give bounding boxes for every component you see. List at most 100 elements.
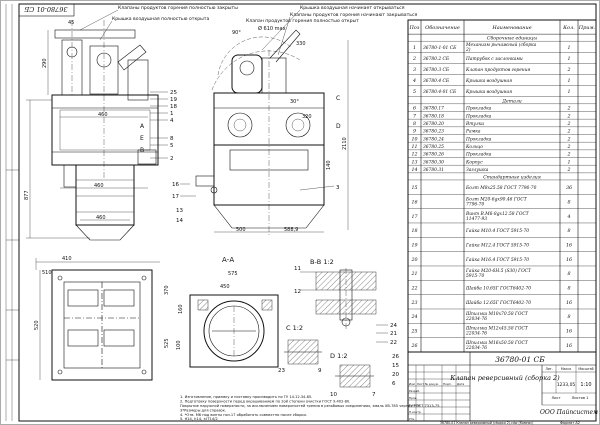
section-mark-c: С	[336, 95, 340, 102]
hdr-mass: Масса	[561, 367, 571, 371]
title-sheets: Листов 1	[572, 396, 589, 400]
bom-qty: 2	[566, 144, 570, 150]
dim-410: 410	[62, 256, 72, 262]
section-aa: А-А 575 450 100 160	[176, 256, 279, 368]
title-mass: 1233,05	[557, 382, 576, 388]
bom-code: 36780.18	[423, 114, 444, 119]
bom-qty: 16	[566, 328, 572, 334]
bom-qty: 2	[566, 67, 570, 73]
dim-90deg: 90°	[232, 30, 241, 36]
callout-3: Крышка воздушная начинает открываться	[300, 5, 405, 11]
note-5: 4. *Отв. М6 под винты поз.17 обработать …	[180, 413, 307, 417]
pos-5: 5	[170, 143, 174, 149]
section-bb: В-В 1:2 11 12 24 21 22	[294, 258, 397, 346]
binding-strip	[5, 4, 19, 421]
pos-25: 25	[170, 90, 177, 96]
tb-role: Т.контр.	[408, 403, 421, 407]
dim-320: 320	[302, 114, 312, 120]
title-footer: 36780-01 Клапан реверсивный (сборка 2).c…	[440, 421, 533, 425]
note-3: Покрытие наружной поверхности, за исключ…	[180, 404, 440, 408]
bom-pos: 9	[413, 129, 416, 135]
bom-code: 36780.3 СБ	[423, 68, 450, 73]
bom-name: Гайка М10.4 ГОСТ 5915-70	[465, 229, 529, 234]
bom-group-label: Стандартные изделия	[483, 174, 541, 180]
dim-140: 140	[326, 160, 332, 170]
dim-2110: 2110	[342, 137, 348, 150]
bom-pos: 5	[413, 89, 416, 95]
detail-c: С 1:2 23 9	[278, 324, 322, 374]
bom-code: 36780.26	[423, 153, 444, 158]
pos-20: 20	[392, 372, 399, 378]
note-1: 1. Изготовление, приемку и поставку прои…	[180, 395, 312, 399]
tb-col-header: Изм	[409, 382, 415, 386]
bom-code: 36780.23	[423, 130, 444, 135]
bom-group-label: Детали	[501, 98, 521, 104]
pos-12: 12	[294, 289, 301, 295]
tb-col-header: Дата	[457, 382, 465, 386]
callout-2: Крышка воздушная полностью открыта	[112, 16, 209, 22]
dim-520: 520	[34, 320, 40, 330]
bom-qty: 1	[567, 78, 570, 84]
bom-pos: 13	[411, 159, 417, 165]
dim-588-9: 588,9	[284, 227, 298, 233]
bom-code: 36780.31	[423, 168, 444, 173]
pos-26: 26	[392, 354, 399, 360]
bom-header-3: Кол.	[562, 25, 575, 31]
bom-qty: 16	[566, 343, 572, 349]
bom-name: Втулка	[465, 122, 484, 127]
title-name: Клапан реверсивный (сборка 2)	[449, 374, 560, 382]
bom-qty: 8	[567, 314, 570, 320]
bom-header-0: Поз	[408, 25, 419, 31]
bom-name-cont: 7796-70	[466, 202, 484, 207]
dim-160: 160	[178, 304, 184, 314]
detail-d: D 1:2 10 7	[330, 352, 376, 398]
top-stamp-code: 36780-01 СБ	[24, 5, 67, 13]
bom-pos: 12	[411, 152, 417, 158]
bom-code: 36780.17	[423, 107, 444, 112]
bom-qty: 2	[566, 129, 570, 135]
bom-pos: 16	[411, 199, 417, 205]
bom-pos: 15	[411, 185, 417, 191]
bom-qty: 16	[566, 300, 572, 306]
plan-view: 410 510 520 370 525	[34, 256, 170, 381]
bom-pos: 26	[410, 343, 417, 349]
title-scale: 1:10	[580, 382, 591, 388]
bom-pos: 8	[413, 121, 416, 127]
bom-qty: 8	[567, 228, 570, 234]
technical-notes: 1. Изготовление, приемку и поставку прои…	[180, 395, 440, 421]
bom-code: 36780.30	[423, 160, 444, 165]
pos-22: 22	[390, 340, 397, 346]
pos-13: 13	[176, 208, 183, 214]
bom-qty: 2	[566, 106, 570, 112]
bom-name: Винт В.М6-8gх12.58 ГОСТ	[465, 212, 530, 217]
bom-header-2: Наименование	[491, 25, 531, 31]
bom-pos: 22	[410, 285, 417, 291]
bom-code: 36780.20	[423, 122, 444, 127]
bom-header-1: Обозначение	[425, 24, 460, 31]
pos-4: 4	[170, 118, 174, 124]
callouts: Клапаны продуктов горения полностью закр…	[79, 5, 418, 56]
title-company: ООО Пайпсистем	[540, 409, 598, 416]
pos-23: 23	[278, 368, 285, 374]
dim-460-c: 460	[96, 215, 106, 221]
bom-qty: 16	[566, 257, 572, 263]
section-bb-label: В-В 1:2	[310, 258, 334, 266]
bom-name: Прокладка	[465, 107, 492, 112]
front-view: 877 290 45 460 460 460 А Е В 25 19 18 1 …	[24, 20, 177, 241]
bom-qty: 2	[566, 121, 570, 127]
bom-name: Прокладка	[465, 153, 492, 158]
bom-pos: 7	[413, 113, 417, 119]
callout-4: Клапаны продуктов горения начинают закры…	[290, 12, 418, 18]
bom-name: Кольцо	[465, 145, 483, 150]
bom-pos: 17	[411, 214, 418, 220]
bom-qty: 1	[567, 56, 570, 62]
bom-name: Патрубок с заслонками	[465, 57, 523, 62]
detail-d-label: D 1:2	[330, 352, 348, 360]
bom-name: Корпус	[465, 160, 483, 165]
tb-role: Н.контр.	[409, 410, 422, 414]
bom-name: Шайба 10.65Г ГОСТ6402-70	[465, 286, 531, 291]
dim-100: 100	[176, 340, 182, 350]
pos-18: 18	[170, 104, 177, 110]
